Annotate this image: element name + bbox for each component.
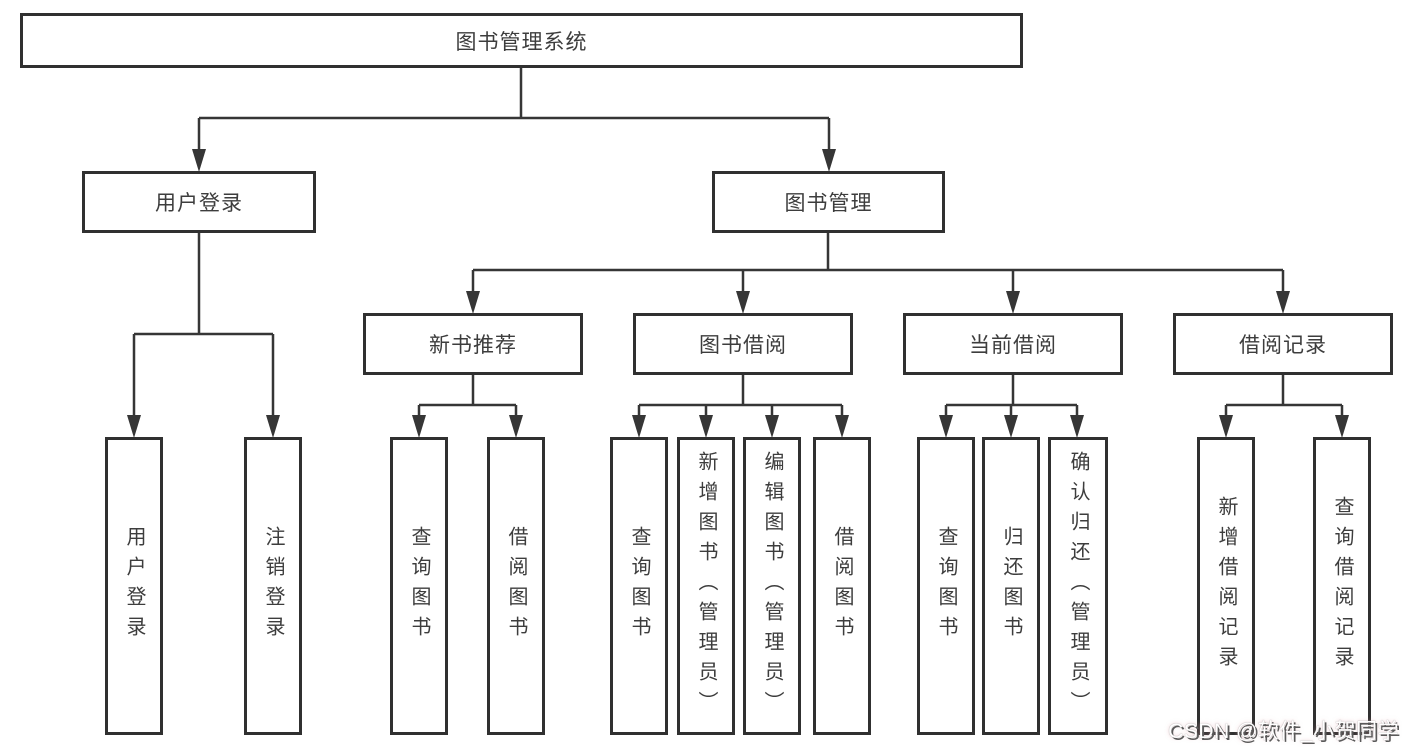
leaf-user-login-label: 用户登录 xyxy=(123,526,145,646)
leaf-query-book-recommend: 查询图书 xyxy=(390,437,448,735)
watermark: CSDN @软件_小贺同学 xyxy=(1168,720,1399,743)
node-user-login: 用户登录 xyxy=(82,171,316,233)
node-book-management: 图书管理 xyxy=(712,171,945,233)
leaf-edit-book-admin: 编辑图书（管理员） xyxy=(743,437,801,735)
leaf-confirm-return-admin-label: 确认归还（管理员） xyxy=(1067,451,1089,721)
leaf-query-borrow-record-label: 查询借阅记录 xyxy=(1331,496,1353,676)
leaf-borrow-book-borrow: 借阅图书 xyxy=(813,437,871,735)
leaf-return-book: 归还图书 xyxy=(982,437,1040,735)
leaf-add-book-admin: 新增图书（管理员） xyxy=(677,437,735,735)
leaf-query-book-borrow: 查询图书 xyxy=(610,437,668,735)
leaf-borrow-book-borrow-label: 借阅图书 xyxy=(831,526,853,646)
node-borrow-record: 借阅记录 xyxy=(1173,313,1393,375)
leaf-query-book-current-label: 查询图书 xyxy=(935,526,957,646)
leaf-add-borrow-record-label: 新增借阅记录 xyxy=(1215,496,1237,676)
leaf-borrow-book-recommend: 借阅图书 xyxy=(487,437,545,735)
node-root: 图书管理系统 xyxy=(20,13,1023,68)
leaf-query-book-recommend-label: 查询图书 xyxy=(408,526,430,646)
leaf-edit-book-admin-label: 编辑图书（管理员） xyxy=(761,451,783,721)
leaf-add-borrow-record: 新增借阅记录 xyxy=(1197,437,1255,735)
leaf-query-book-borrow-label: 查询图书 xyxy=(628,526,650,646)
leaf-query-borrow-record: 查询借阅记录 xyxy=(1313,437,1371,735)
leaf-confirm-return-admin: 确认归还（管理员） xyxy=(1048,437,1108,735)
node-current-borrow: 当前借阅 xyxy=(903,313,1123,375)
leaf-logout-label: 注销登录 xyxy=(262,526,284,646)
node-new-book-recommend: 新书推荐 xyxy=(363,313,583,375)
leaf-query-book-current: 查询图书 xyxy=(917,437,975,735)
node-book-borrow: 图书借阅 xyxy=(633,313,853,375)
arrowheads xyxy=(127,149,1349,438)
leaf-borrow-book-recommend-label: 借阅图书 xyxy=(505,526,527,646)
leaf-logout: 注销登录 xyxy=(244,437,302,735)
leaf-return-book-label: 归还图书 xyxy=(1000,526,1022,646)
leaf-add-book-admin-label: 新增图书（管理员） xyxy=(695,451,717,721)
leaf-user-login: 用户登录 xyxy=(105,437,163,735)
